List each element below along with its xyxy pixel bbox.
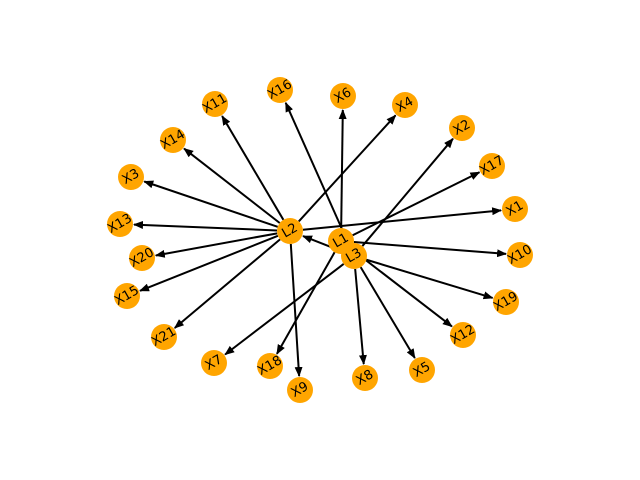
node-x18: X18 xyxy=(255,353,285,379)
node-circle xyxy=(507,242,533,268)
edge-l2-x15 xyxy=(139,234,279,292)
node-circle xyxy=(392,92,418,118)
edge-l2-x4 xyxy=(298,114,397,223)
node-circle xyxy=(118,164,144,190)
edge-l3-x19 xyxy=(366,258,494,300)
node-circle xyxy=(257,353,283,379)
node-x14: X14 xyxy=(158,127,188,153)
node-x5: X5 xyxy=(409,357,435,383)
edge-l3-x5 xyxy=(359,266,416,359)
edge-l1-x17 xyxy=(352,171,481,237)
node-label: X4 xyxy=(394,94,416,116)
node-label: X5 xyxy=(411,359,433,381)
node-x13: X13 xyxy=(105,211,135,237)
node-circle xyxy=(160,127,186,153)
node-l3: L3 xyxy=(341,243,367,269)
node-label: L2 xyxy=(280,221,301,242)
node-x15: X15 xyxy=(112,283,142,309)
node-x12: X12 xyxy=(448,322,478,348)
node-label: X2 xyxy=(451,117,473,139)
edge-l1-x18 xyxy=(276,251,336,355)
node-label: X8 xyxy=(354,367,376,389)
node-circle xyxy=(287,377,313,403)
node-circle xyxy=(277,218,303,244)
node-circle xyxy=(201,350,227,376)
node-x6: X6 xyxy=(330,83,356,109)
node-l2: L2 xyxy=(277,218,303,244)
node-label: L3 xyxy=(344,246,365,267)
edge-l1-x6 xyxy=(338,108,347,229)
node-x17: X17 xyxy=(477,153,507,179)
node-circle xyxy=(493,289,519,315)
node-label: X3 xyxy=(120,166,142,188)
node-circle xyxy=(202,91,228,117)
node-x3: X3 xyxy=(118,164,144,190)
edge-l3-x16 xyxy=(284,101,350,245)
node-label: X7 xyxy=(203,352,225,374)
node-circle xyxy=(129,245,155,271)
node-circle xyxy=(267,77,293,103)
edge-l2-x11 xyxy=(221,115,285,221)
edge-l2-x9 xyxy=(289,243,303,378)
edge-l2-x14 xyxy=(183,147,281,224)
node-circle xyxy=(409,357,435,383)
edge-l2-x13 xyxy=(132,220,278,232)
node-circle xyxy=(449,115,475,141)
node-x21: X21 xyxy=(149,324,179,350)
node-x11: X11 xyxy=(200,91,230,117)
node-x2: X2 xyxy=(449,115,475,141)
node-label: X1 xyxy=(504,198,526,220)
node-circle xyxy=(114,283,140,309)
node-x16: X16 xyxy=(265,77,295,103)
node-circle xyxy=(352,365,378,391)
edge-l1-x12 xyxy=(350,248,453,328)
edge-l3-x2 xyxy=(361,137,454,247)
node-x9: X9 xyxy=(287,377,313,403)
node-circle xyxy=(107,211,133,237)
edge-l3-x7 xyxy=(224,263,345,356)
edge-l2-x3 xyxy=(143,180,279,228)
node-x8: X8 xyxy=(352,365,378,391)
node-circle xyxy=(330,83,356,109)
node-x4: X4 xyxy=(392,92,418,118)
node-label: X9 xyxy=(289,379,311,401)
edges-layer xyxy=(132,101,508,378)
edge-l2-x20 xyxy=(154,232,278,258)
node-circle xyxy=(502,196,528,222)
edge-l2-x21 xyxy=(173,238,281,329)
edge-l2-x1 xyxy=(302,207,503,231)
node-x19: X19 xyxy=(491,289,521,315)
node-x7: X7 xyxy=(201,350,227,376)
node-x1: X1 xyxy=(502,196,528,222)
edge-l3-x8 xyxy=(354,268,367,366)
node-circle xyxy=(450,322,476,348)
edge-l1-x10 xyxy=(353,241,508,258)
node-x10: X10 xyxy=(505,242,535,268)
node-x20: X20 xyxy=(127,245,157,271)
node-circle xyxy=(341,243,367,269)
node-circle xyxy=(479,153,505,179)
node-circle xyxy=(151,324,177,350)
nodes-layer: L1L2L3X1X2X3X4X5X6X7X8X9X10X11X12X13X14X… xyxy=(105,77,535,403)
node-label: X6 xyxy=(332,85,354,107)
